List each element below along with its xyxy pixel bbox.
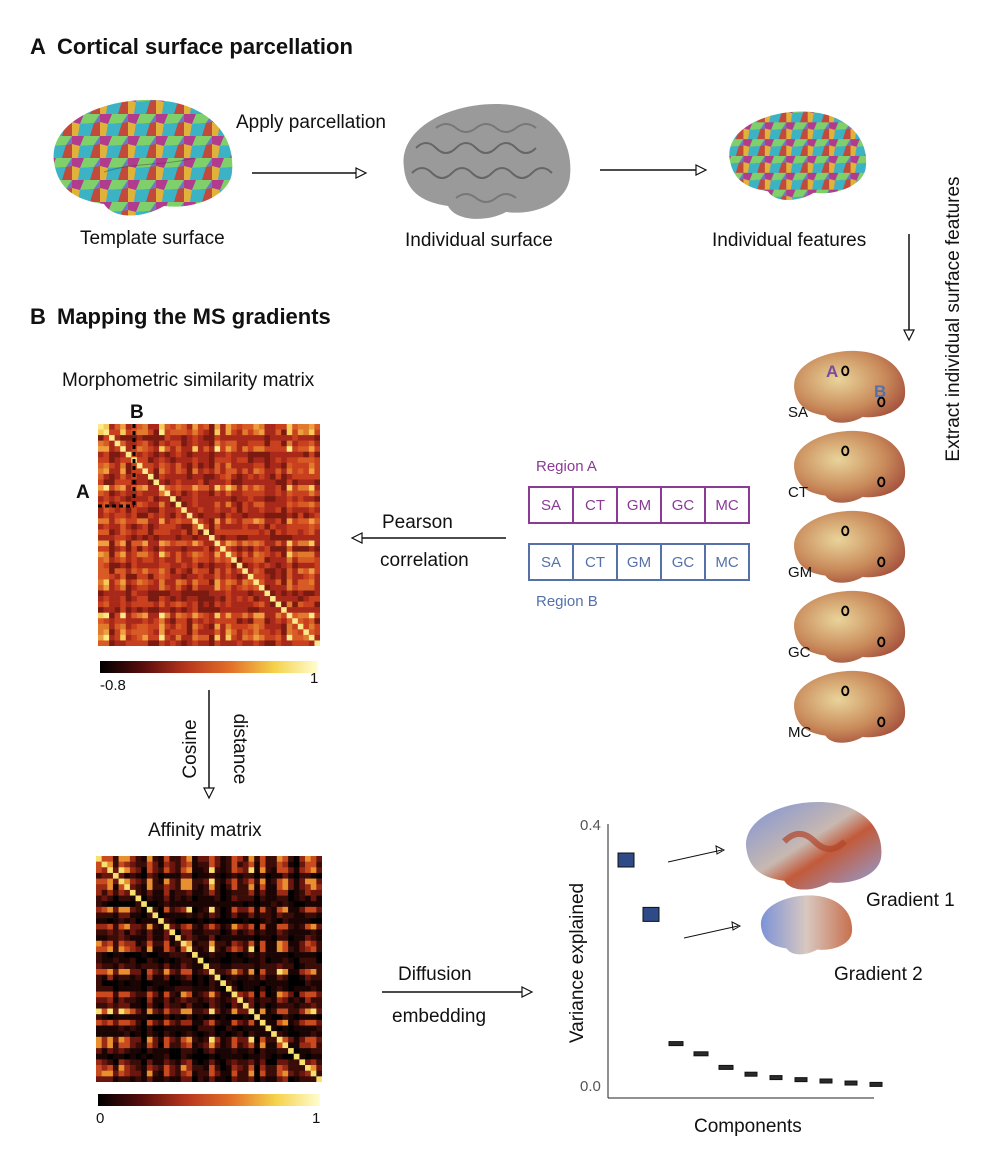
- template-surface-label: Template surface: [80, 228, 225, 249]
- diffusion-label-2: embedding: [392, 1006, 487, 1027]
- ms-colorbar: [100, 661, 318, 673]
- ms-colorbar-min: -0.8: [100, 677, 126, 694]
- arrow-diffusion: [382, 986, 534, 998]
- variance-point: [744, 1071, 758, 1077]
- affinity-matrix: [96, 856, 322, 1082]
- ms-matrix-title: Morphometric similarity matrix: [62, 370, 315, 391]
- cosine-label-2: distance: [229, 713, 250, 785]
- variance-point: [769, 1075, 783, 1081]
- variance-point: [642, 906, 660, 922]
- variance-point: [819, 1078, 833, 1084]
- region-b-label: Region B: [536, 593, 598, 610]
- feature-brain-gm: [794, 510, 906, 583]
- section-b-letter: B: [30, 304, 46, 329]
- gradient-2-label: Gradient 2: [834, 964, 923, 985]
- arrow-down-extract: [903, 234, 915, 342]
- feature-brain-label-gc: GC: [788, 644, 811, 661]
- arrow-template-to-individual: [252, 167, 368, 179]
- arrow-individual-to-features: [600, 164, 708, 176]
- brain-marker-b: B: [874, 382, 887, 401]
- feature-brain-ct: [794, 430, 906, 503]
- feature-cell-mc: MC: [704, 543, 750, 581]
- feature-brain-gc: [794, 590, 906, 663]
- ytick-bottom: 0.0: [580, 1078, 601, 1095]
- variance-point: [844, 1080, 858, 1086]
- feature-cell-gm: GM: [616, 543, 662, 581]
- apply-parcellation-label: Apply parcellation: [236, 112, 386, 133]
- feature-cell-gc: GC: [660, 486, 706, 524]
- pearson-label-1: Pearson: [382, 512, 453, 533]
- feature-brain-label-gm: GM: [788, 564, 813, 581]
- feature-cell-mc: MC: [704, 486, 750, 524]
- cosine-label-1: Cosine: [180, 719, 201, 779]
- ms-corner-a: A: [76, 482, 90, 503]
- ms-colorbar-max: 1: [310, 670, 319, 687]
- gradient-arrows: [667, 845, 742, 939]
- feature-brain-mc: [794, 670, 906, 743]
- section-b-title: Mapping the MS gradients: [57, 304, 331, 329]
- variance-point: [617, 852, 635, 868]
- feature-cell-gc: GC: [660, 543, 706, 581]
- gradient-1-label: Gradient 1: [866, 890, 955, 911]
- variance-chart: [607, 824, 883, 1099]
- ms-dashed-region: [98, 424, 136, 508]
- pearson-label-2: correlation: [380, 550, 469, 571]
- variance-point: [718, 1064, 734, 1070]
- diffusion-label-1: Diffusion: [398, 964, 472, 985]
- affinity-colorbar: [98, 1094, 320, 1106]
- individual-features-label: Individual features: [712, 230, 867, 251]
- y-axis-label: Variance explained: [567, 882, 588, 1044]
- feature-brain-label-mc: MC: [788, 724, 812, 741]
- section-a-letter: A: [30, 34, 46, 59]
- affinity-colorbar-min: 0: [96, 1110, 105, 1127]
- feature-cell-ct: CT: [572, 486, 618, 524]
- arrow-cosine: [203, 690, 215, 800]
- feature-brain-label-sa: SA: [788, 404, 809, 421]
- ytick-top: 0.4: [580, 817, 601, 834]
- arrow-pearson: [350, 532, 506, 544]
- affinity-colorbar-max: 1: [312, 1110, 321, 1127]
- gradient-2-brain: [760, 895, 853, 955]
- variance-point: [693, 1051, 709, 1057]
- morphometric-similarity-matrix: [98, 424, 320, 646]
- variance-point: [668, 1041, 684, 1047]
- variance-point: [869, 1081, 883, 1087]
- feature-brain-label-ct: CT: [788, 484, 808, 501]
- individual-surface-label: Individual surface: [405, 230, 553, 251]
- feature-cell-ct: CT: [572, 543, 618, 581]
- individual-surface-brain: [403, 104, 571, 219]
- feature-brain-sa: [794, 350, 906, 423]
- gradient-1-brain: [745, 801, 882, 890]
- extract-features-label: Extract individual surface features: [943, 176, 964, 462]
- feature-cell-sa: SA: [528, 543, 574, 581]
- variance-point: [794, 1077, 808, 1083]
- feature-cell-gm: GM: [616, 486, 662, 524]
- feature-cell-sa: SA: [528, 486, 574, 524]
- section-a-title: Cortical surface parcellation: [57, 34, 353, 59]
- individual-features-brain: [729, 111, 867, 201]
- x-axis-label: Components: [694, 1116, 802, 1137]
- affinity-title: Affinity matrix: [148, 820, 262, 841]
- brain-marker-a: A: [826, 362, 839, 381]
- ms-corner-b: B: [130, 402, 144, 423]
- region-a-label: Region A: [536, 458, 597, 475]
- template-surface-brain: [53, 99, 233, 216]
